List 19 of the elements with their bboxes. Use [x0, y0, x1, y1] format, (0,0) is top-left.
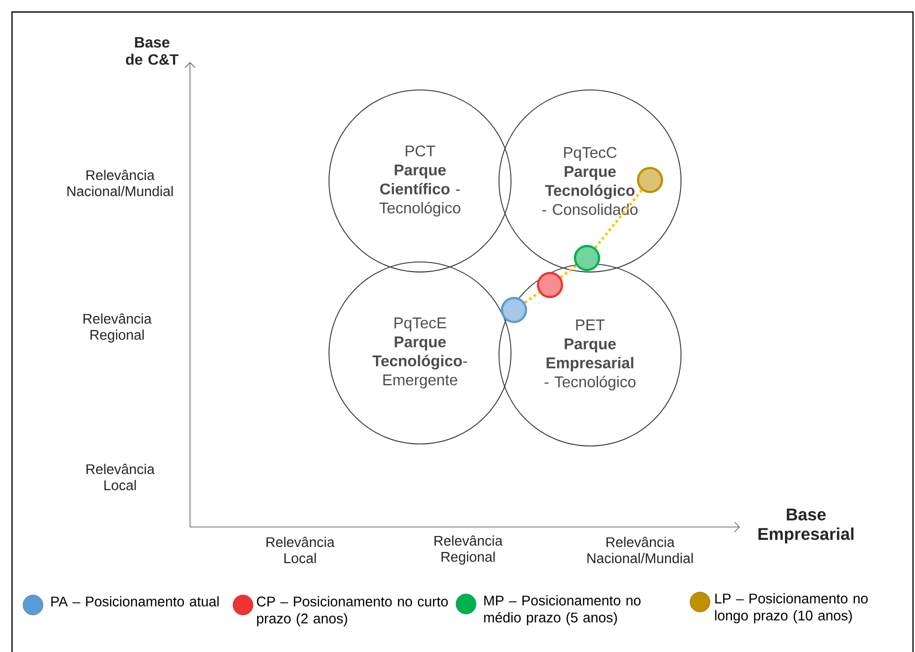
legend-label: MP – Posicionamento no médio prazo (5 anos) — [484, 595, 641, 626]
position-marker — [500, 296, 528, 324]
axis-tick-label: Relevância Nacional/Mundial — [587, 536, 693, 564]
position-marker — [536, 272, 564, 298]
axis-tick-label: Relevância Nacional/Mundial — [67, 170, 173, 196]
legend-label: CP – Posicionamento no curto prazo (2 anos) — [256, 596, 448, 626]
dotted-connector — [524, 291, 540, 304]
axis-title: Base de C&T — [126, 37, 178, 65]
position-marker — [574, 244, 600, 272]
axis-tick-label: Relevância Regional — [84, 313, 152, 343]
dotted-connector — [560, 264, 578, 278]
legend-label: PA – Posicionamento atual — [51, 596, 219, 606]
axis-tick-label: Relevância Local — [86, 464, 155, 490]
legend-label: LP – Posicionamento no longo prazo (10 anos) — [715, 593, 868, 624]
dotted-connector — [594, 189, 643, 249]
axis-title: Base Empresarial — [758, 508, 854, 544]
position-marker — [636, 166, 664, 194]
axis-tick-label: Relevância Regional — [434, 535, 503, 565]
axis-tick-label: Relevância Local — [266, 536, 335, 564]
